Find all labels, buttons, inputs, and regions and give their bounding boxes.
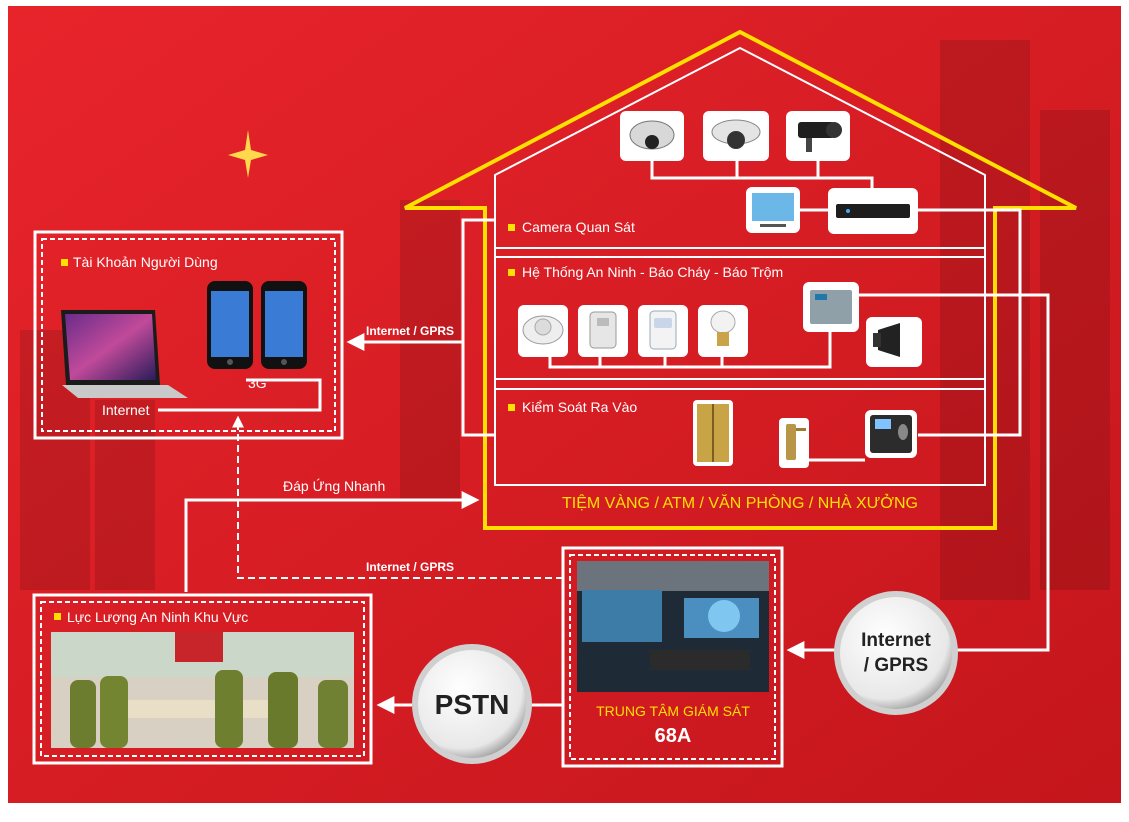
security-section-label: Hệ Thống An Ninh - Báo Cháy - Báo Trộm bbox=[522, 264, 783, 280]
camera-section-label: Camera Quan Sát bbox=[522, 219, 635, 235]
city-silhouette bbox=[20, 40, 1110, 600]
label-internet: Internet bbox=[102, 402, 150, 418]
security-force-panel bbox=[32, 593, 373, 765]
bullet-icon bbox=[508, 404, 515, 411]
user-account-panel bbox=[33, 230, 344, 440]
mid-link-label: Internet / GPRS bbox=[366, 560, 454, 574]
label-3g: 3G bbox=[248, 375, 267, 391]
user-account-title: Tài Khoản Người Dùng bbox=[73, 254, 218, 270]
access-section-label: Kiểm Soát Ra Vào bbox=[522, 399, 637, 415]
internet-node bbox=[834, 591, 958, 715]
pstn-label: PSTN bbox=[435, 689, 510, 720]
bullet-icon bbox=[61, 259, 68, 266]
access-devices bbox=[693, 400, 917, 468]
security-meeting-photo bbox=[51, 632, 354, 748]
security-force-title: Lực Lượng An Ninh Khu Vực bbox=[67, 609, 248, 625]
dashed-uplink bbox=[232, 415, 563, 579]
top-link-label: Internet / GPRS bbox=[366, 324, 454, 338]
laptop-icon bbox=[61, 310, 188, 398]
house-outer-outline bbox=[404, 29, 1077, 530]
security-section-box bbox=[494, 256, 986, 380]
alarm-devices bbox=[518, 282, 922, 367]
bullet-icon bbox=[508, 269, 515, 276]
internet-label-line2: / GPRS bbox=[864, 655, 928, 676]
monitoring-center-title: TRUNG TÂM GIÁM SÁT bbox=[596, 703, 750, 719]
monitoring-center-panel bbox=[561, 546, 784, 768]
control-room-photo bbox=[577, 561, 769, 692]
bullet-icon bbox=[508, 224, 515, 231]
camera-devices bbox=[620, 111, 918, 234]
pstn-node bbox=[412, 644, 532, 764]
bullet-icon bbox=[54, 613, 61, 620]
internet-label-line1: Internet bbox=[861, 630, 931, 651]
monitoring-center-code: 68A bbox=[655, 725, 692, 747]
access-section-box bbox=[494, 388, 986, 486]
sparkle-icon bbox=[228, 130, 268, 178]
house-footer-label: TIỆM VÀNG / ATM / VĂN PHÒNG / NHÀ XƯỞNG bbox=[562, 493, 918, 512]
response-link-label: Đáp Ứng Nhanh bbox=[283, 478, 385, 494]
smartphone-icon bbox=[207, 281, 307, 369]
